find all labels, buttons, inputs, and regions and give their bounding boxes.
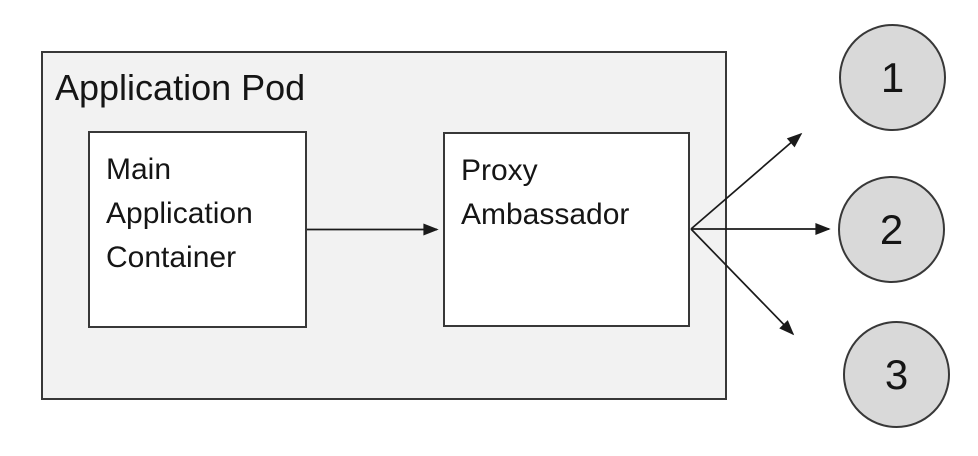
proxy-ambassador-box: Proxy Ambassador <box>443 132 690 327</box>
node-3-label: 3 <box>884 350 909 398</box>
node-2-label: 2 <box>879 205 904 253</box>
node-circle-1: 1 <box>839 24 946 131</box>
main-container-label-line-3: Container <box>106 241 237 274</box>
main-application-container-box: Main Application Container <box>88 131 307 328</box>
node-1-label: 1 <box>880 53 905 101</box>
main-container-label-line-1: Main <box>106 153 172 186</box>
node-circle-2: 2 <box>838 176 945 283</box>
main-container-label-line-2: Application <box>106 197 253 230</box>
proxy-ambassador-label-line-2: Ambassador <box>461 198 630 231</box>
application-pod-label: Application Pod <box>55 67 306 108</box>
proxy-ambassador-label-line-1: Proxy <box>461 154 538 187</box>
node-circle-3: 3 <box>843 321 950 428</box>
